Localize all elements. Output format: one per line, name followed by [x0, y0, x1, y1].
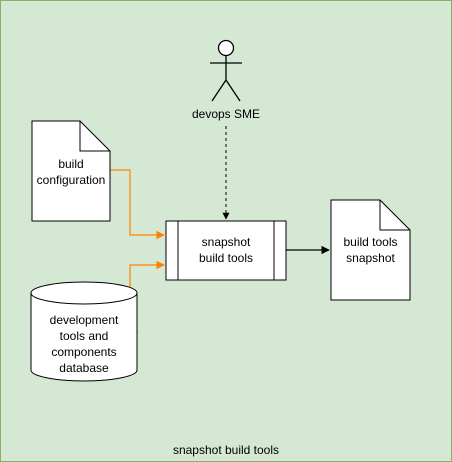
stick-figure-icon: [210, 39, 242, 102]
diagram-title: snapshot build tools: [172, 443, 280, 457]
build-configuration-document: [31, 120, 111, 222]
snapshot-process-box: [165, 220, 287, 281]
dev-tools-db-label: development tools and components databas…: [49, 313, 119, 375]
snapshot-process-label: snapshot build tools: [198, 235, 254, 265]
build-tools-snapshot-document: [330, 199, 411, 301]
build-configuration-fold: [79, 121, 110, 152]
build-configuration-label: build configuration: [36, 157, 106, 187]
dev-tools-db-cylinder: [30, 281, 138, 382]
build-tools-snapshot-label: build tools snapshot: [343, 235, 398, 265]
build-tools-snapshot-fold: [379, 200, 410, 231]
edge-config-to-process: [110, 169, 165, 240]
actor-label: devops SME: [191, 107, 261, 121]
